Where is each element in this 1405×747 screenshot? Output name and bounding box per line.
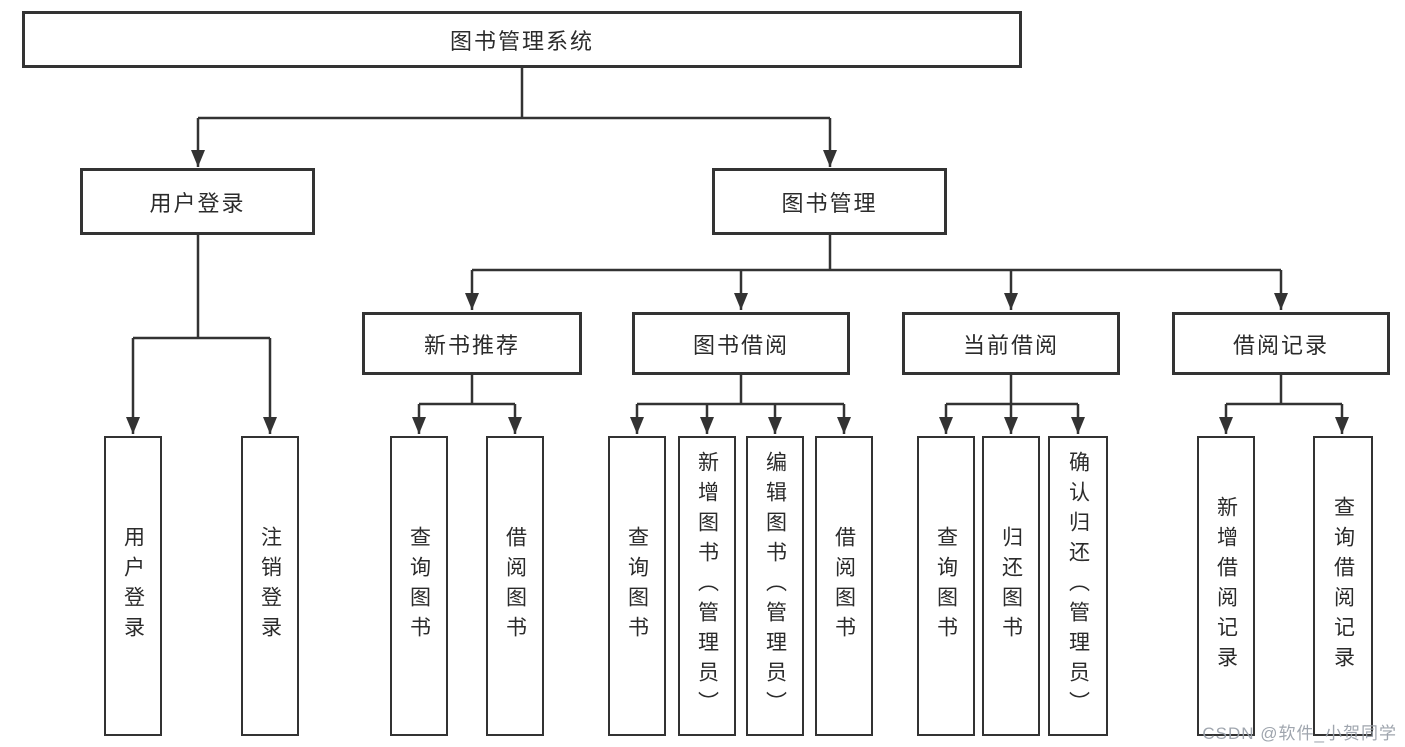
leaf-bb-borrow-books: 借阅图书: [815, 436, 873, 736]
leaf-bb-query-books: 查询图书: [608, 436, 666, 736]
leaf-cb-query-books: 查询图书: [917, 436, 975, 736]
node-root: 图书管理系统: [22, 11, 1022, 68]
node-current-borrow: 当前借阅: [902, 312, 1120, 375]
leaf-bb-add-books-admin: 新增图书（管理员）: [678, 436, 736, 736]
leaf-br-add-record: 新增借阅记录: [1197, 436, 1255, 736]
leaf-nbr-query-books: 查询图书: [390, 436, 448, 736]
leaf-br-query-record: 查询借阅记录: [1313, 436, 1373, 736]
csdn-watermark: CSDN @软件_小贺同学: [1202, 724, 1397, 743]
leaf-user-login: 用户登录: [104, 436, 162, 736]
node-book-borrow: 图书借阅: [632, 312, 850, 375]
connector-segments: [126, 68, 1349, 434]
leaf-bb-edit-books-admin: 编辑图书（管理员）: [746, 436, 804, 736]
leaf-logout: 注销登录: [241, 436, 299, 736]
leaf-cb-confirm-return-admin: 确认归还（管理员）: [1048, 436, 1108, 736]
node-user-login: 用户登录: [80, 168, 315, 235]
node-book-management: 图书管理: [712, 168, 947, 235]
node-new-book-recommend: 新书推荐: [362, 312, 582, 375]
node-borrow-record: 借阅记录: [1172, 312, 1390, 375]
leaf-cb-return-books: 归还图书: [982, 436, 1040, 736]
leaf-nbr-borrow-books: 借阅图书: [486, 436, 544, 736]
